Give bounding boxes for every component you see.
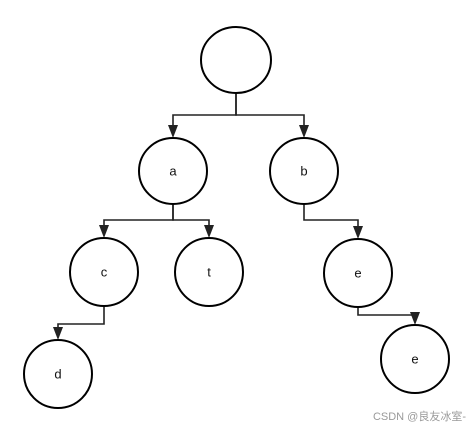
node-circle: [23, 339, 93, 409]
arrowhead-icon: [299, 125, 309, 138]
edge-e1-e2: [357, 307, 420, 325]
arrowhead-icon: [168, 125, 178, 138]
edge-line: [57, 306, 105, 330]
edge-line: [357, 307, 415, 316]
node-circle: [269, 137, 339, 205]
edge-a-c: [99, 204, 174, 238]
edge-line: [103, 204, 174, 228]
arrowhead-icon: [353, 226, 363, 239]
node-label: e: [411, 352, 418, 367]
node-circle: [69, 237, 139, 307]
tree-node-d: d: [23, 339, 93, 409]
tree-node-b: b: [269, 137, 339, 205]
edge-a-t: [172, 204, 214, 238]
watermark-text: CSDN @良友冰室-: [372, 411, 466, 423]
node-circle: [380, 324, 450, 394]
edge-root-a: [168, 93, 237, 138]
tree-node-e2: e: [380, 324, 450, 394]
node-circle: [138, 137, 208, 205]
node-label: d: [54, 367, 61, 382]
edge-root-b: [235, 93, 309, 138]
nodes-layer: a b c t e d e: [23, 26, 450, 409]
node-label: e: [354, 266, 361, 281]
node-label: t: [207, 265, 211, 280]
edge-b-e1: [303, 204, 363, 239]
node-circle: [200, 26, 272, 94]
node-label: a: [169, 164, 177, 179]
edge-line: [172, 93, 237, 128]
tree-node-root: [200, 26, 272, 94]
arrowhead-icon: [410, 312, 420, 325]
arrowhead-icon: [204, 225, 214, 238]
tree-node-t: t: [174, 237, 244, 307]
edge-line: [303, 204, 359, 229]
tree-node-a: a: [138, 137, 208, 205]
edges-layer: [53, 93, 420, 340]
arrowhead-icon: [99, 225, 109, 238]
node-label: c: [101, 265, 108, 280]
edge-line: [235, 93, 305, 128]
arrowhead-icon: [53, 327, 63, 340]
node-circle: [323, 238, 393, 308]
tree-node-e1: e: [323, 238, 393, 308]
edge-c-d: [53, 306, 105, 340]
edge-line: [172, 204, 210, 228]
tree-node-c: c: [69, 237, 139, 307]
node-label: b: [300, 164, 307, 179]
node-circle: [174, 237, 244, 307]
